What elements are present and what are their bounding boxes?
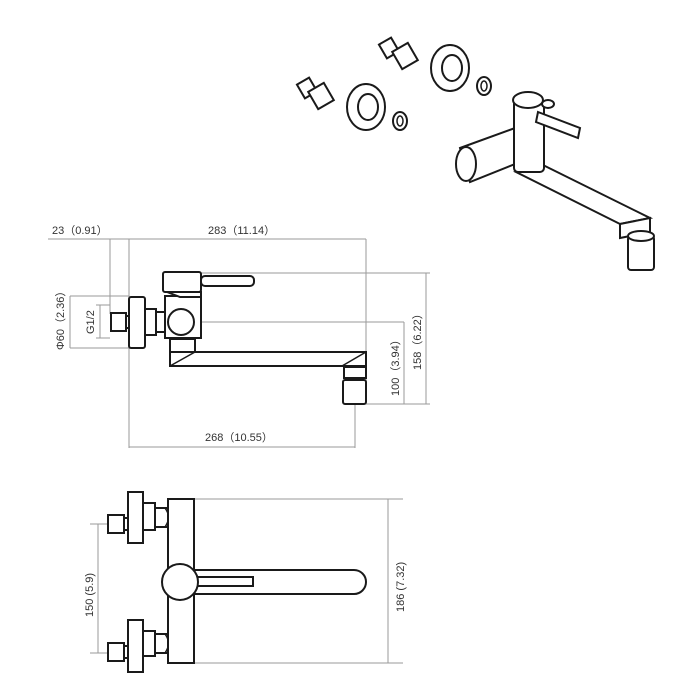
faucet-body-iso xyxy=(455,91,655,271)
eccentric-connector-2 xyxy=(377,36,420,71)
nut xyxy=(144,308,157,336)
flange xyxy=(128,296,146,349)
dim-width-label: 283（11.14） xyxy=(208,224,275,237)
dim-thread-label: G1/2 xyxy=(85,310,97,334)
aerator xyxy=(342,379,367,405)
lever-slot xyxy=(195,576,254,587)
lever xyxy=(200,275,255,287)
spout-nut xyxy=(169,338,196,353)
inlet-top xyxy=(107,491,170,544)
knob-top xyxy=(161,563,199,601)
dim-flange-label: Φ60（2.36） xyxy=(54,286,67,350)
top-view: 150 (5.9) 186 (7.32) xyxy=(84,491,407,673)
dim-body-length-label: 186 (7.32) xyxy=(395,562,407,612)
knob xyxy=(167,308,195,336)
inlet-connector xyxy=(110,312,127,332)
flange-2 xyxy=(430,44,492,96)
side-view: 23（0.91） 283（11.14） Φ60（2.36） G1/2 100（3… xyxy=(48,224,430,448)
handle-cap xyxy=(162,271,202,293)
eccentric-connector-1 xyxy=(295,76,336,111)
inlet-bottom xyxy=(107,619,170,673)
flange-1 xyxy=(346,83,408,131)
dim-total-height-label: 158（6.22） xyxy=(411,308,424,370)
dim-reach-label: 268（10.55） xyxy=(205,431,273,444)
spout xyxy=(169,351,367,367)
isometric-view xyxy=(295,36,655,271)
dim-offset-label: 23（0.91） xyxy=(52,224,108,237)
dim-spout-height-label: 100（3.94） xyxy=(389,334,402,396)
aerator-ring xyxy=(343,366,367,379)
dim-centers-label: 150 (5.9) xyxy=(84,573,96,617)
